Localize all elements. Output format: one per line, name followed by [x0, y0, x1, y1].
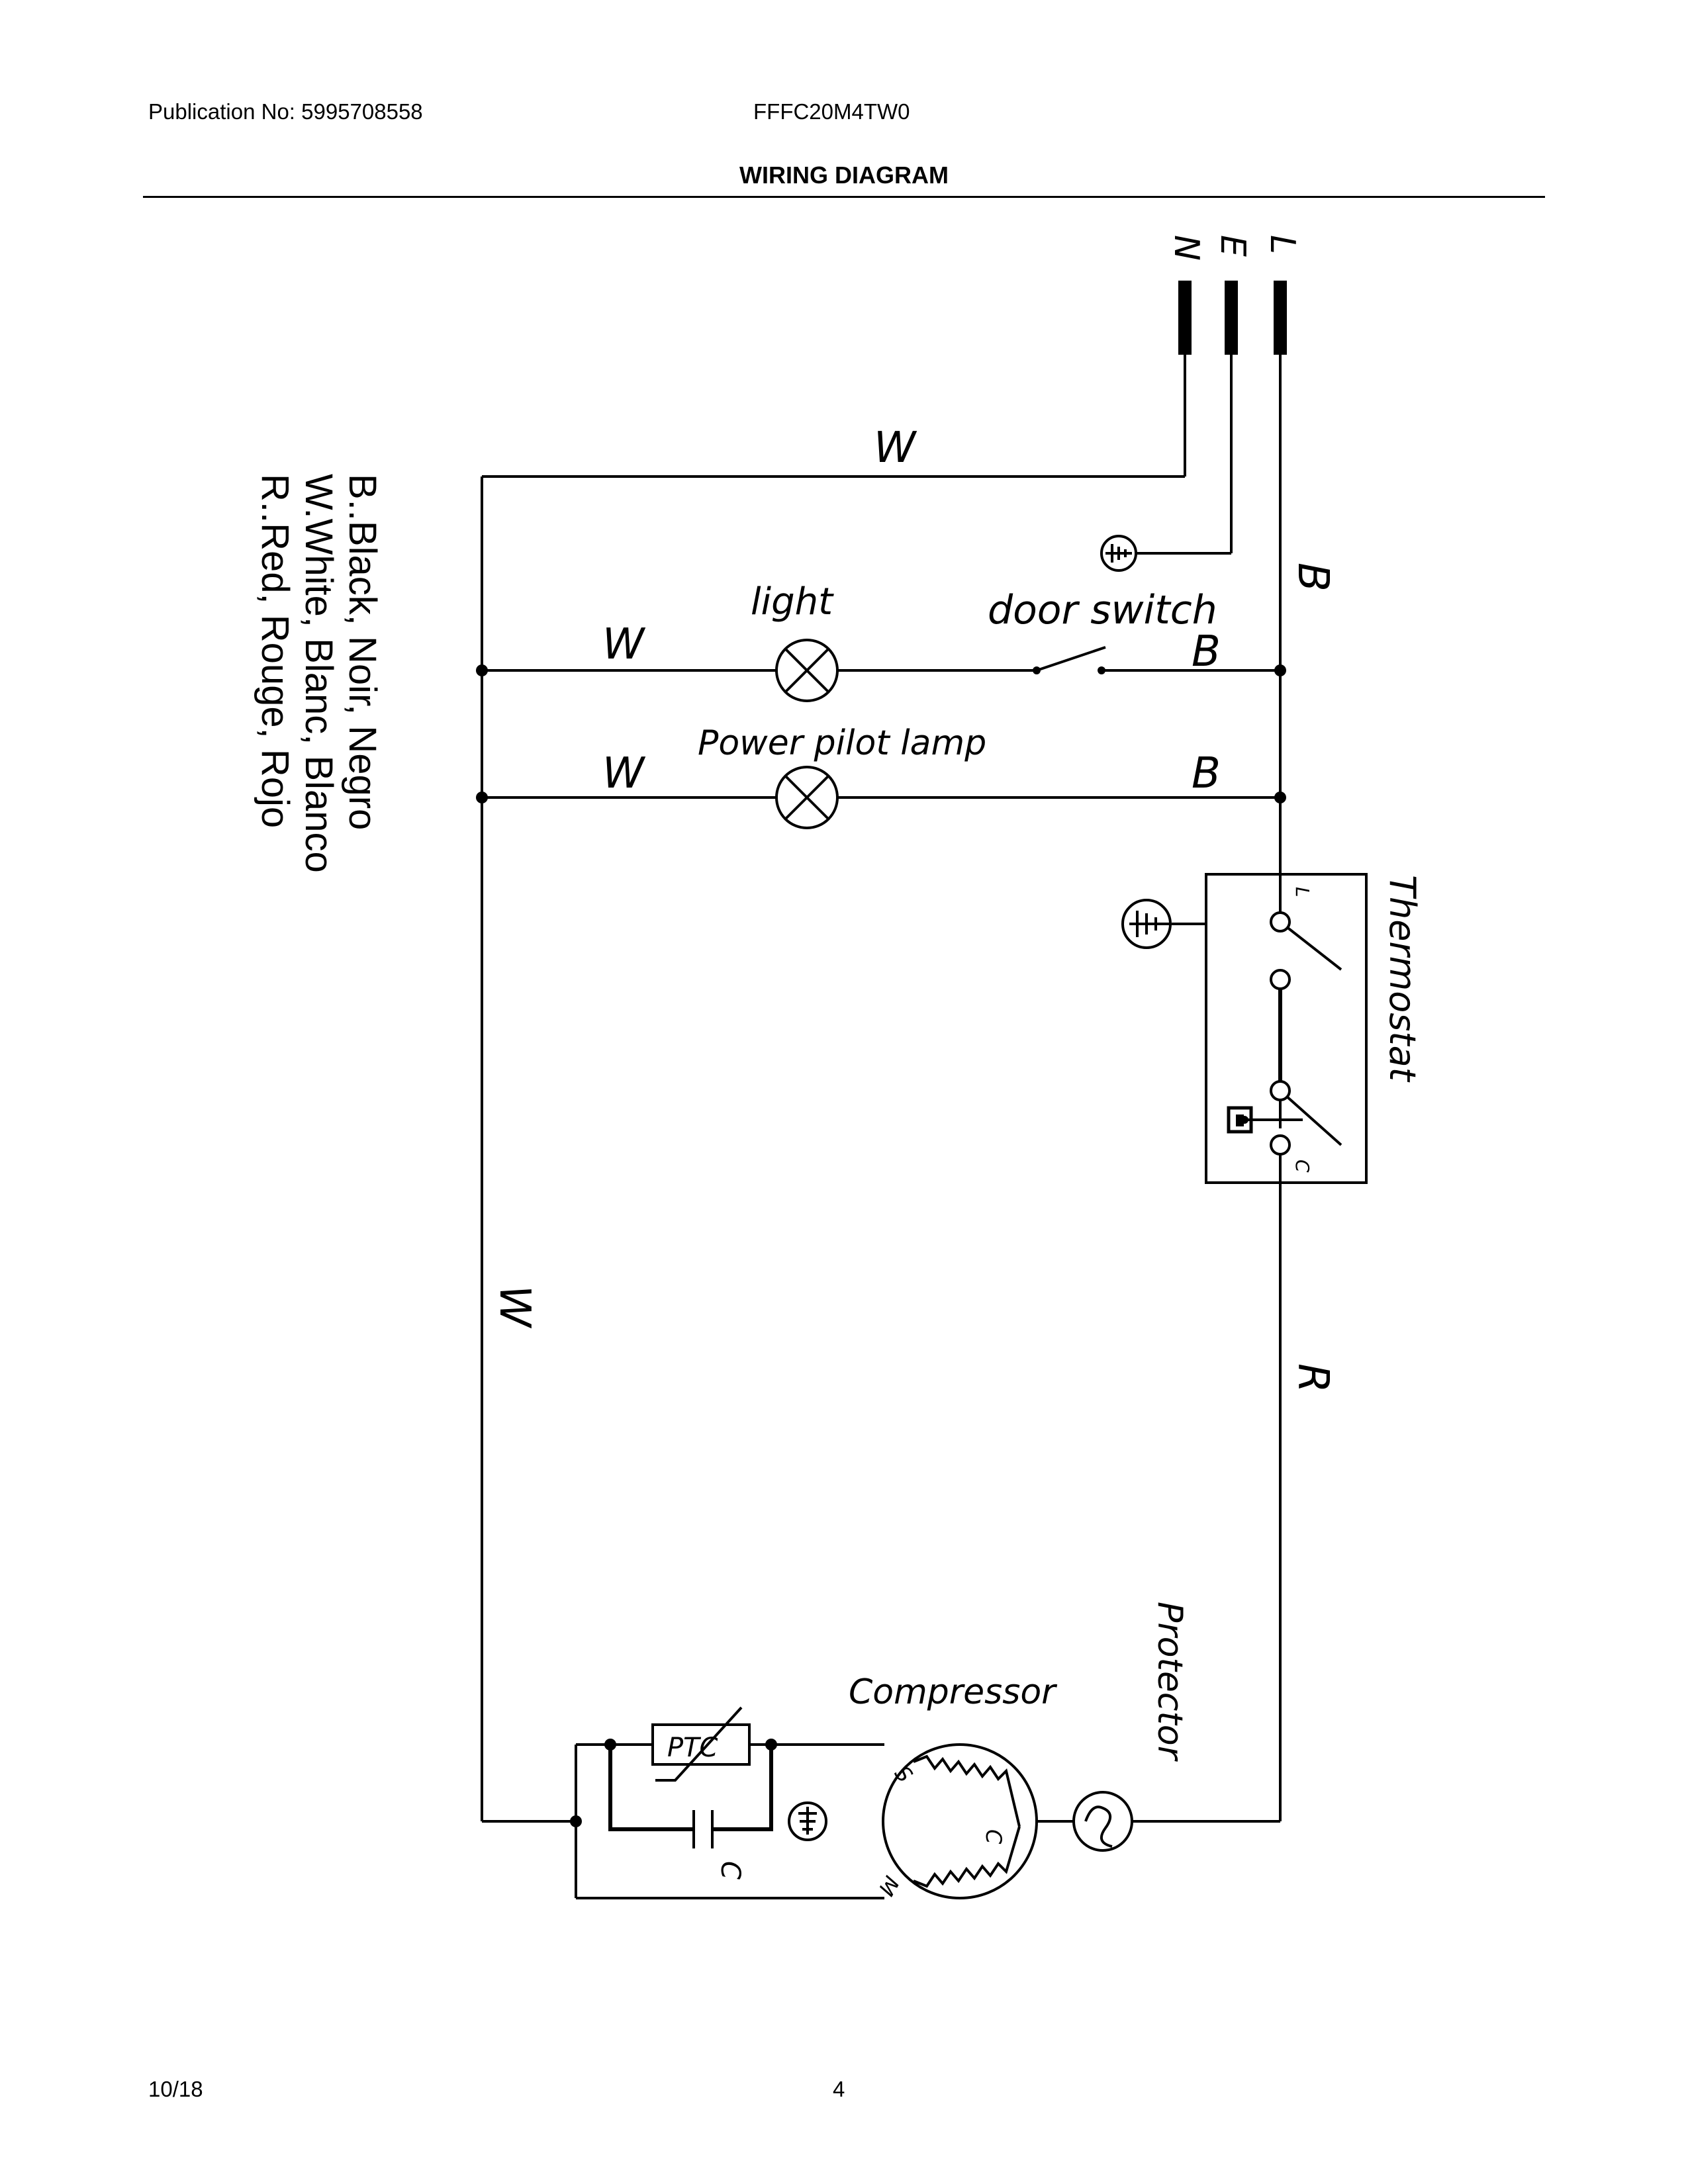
terminal-label-e: E [1213, 235, 1252, 257]
compressor-c-label: C [981, 1829, 1006, 1844]
power-pilot-lamp-label: Power pilot lamp [698, 723, 986, 763]
terminal-bar-n [1178, 281, 1192, 355]
footer-date: 10/18 [148, 2077, 203, 2101]
wire-label-top-w: W [874, 424, 917, 473]
terminal-label-l: L [1262, 235, 1302, 254]
thermostat-c-label: C [1291, 1160, 1313, 1173]
wire-label-light-b: B [1192, 627, 1221, 676]
power-pilot-lamp-icon [775, 766, 839, 829]
page-number: 4 [833, 2077, 845, 2101]
terminal-bars [476, 281, 1287, 1827]
terminal-bar-e [1225, 281, 1238, 355]
thermostat-contacts [1270, 911, 1291, 1156]
ground-icon-top [1100, 535, 1137, 572]
terminal-bar-l [1274, 281, 1287, 355]
ptc-box [651, 1723, 751, 1766]
compressor-m-label: M [873, 1872, 904, 1900]
ground-icon-compressor [788, 1801, 827, 1841]
thermostat-box [1205, 873, 1368, 1184]
thermostat-label: Thermostat [1382, 875, 1423, 1083]
light-icon [775, 639, 839, 702]
compressor-circle [882, 1743, 1038, 1899]
thermostat-switch-bottom [1279, 1089, 1342, 1146]
wire-label-lamp-w: W [602, 749, 646, 798]
protector-circle [1072, 1791, 1133, 1852]
page-title: WIRING DIAGRAM [739, 161, 949, 189]
color-legend: B..Black, Noir, Negro W.White, Blanc, Bl… [254, 474, 384, 873]
protector-element [1084, 1805, 1113, 1848]
start-winding-coil [913, 1754, 1021, 1827]
model-number: FFFC20M4TW0 [753, 99, 910, 124]
light-label: light [751, 580, 834, 623]
legend-line-black: B..Black, Noir, Negro [341, 474, 384, 830]
wire-label-right-b: B [1288, 563, 1337, 592]
header-divider [143, 196, 1545, 198]
door-switch-blade [1036, 646, 1106, 672]
wires [481, 344, 1368, 1899]
publication-number: Publication No: 5995708558 [148, 99, 423, 124]
door-switch-label: door switch [988, 587, 1217, 633]
ptc-label: PTC [667, 1733, 718, 1763]
thermostat-switch-top [1279, 921, 1342, 971]
protector-label: Protector [1150, 1602, 1190, 1762]
run-winding-coil [913, 1826, 1021, 1888]
wire-label-left-w: W [490, 1285, 539, 1329]
capacitor-right-lead [712, 1745, 773, 1831]
wire-label-light-w: W [602, 620, 646, 669]
capacitor-label: C [715, 1861, 745, 1880]
compressor-label: Compressor [849, 1672, 1058, 1712]
legend-line-red: R..Red, Rouge, Rojo [254, 474, 297, 828]
ptc-slash [655, 1706, 743, 1782]
terminal-label-n: N [1166, 235, 1206, 261]
thermostat-l-label: L [1291, 887, 1313, 897]
wire-label-right-r: R [1288, 1363, 1337, 1392]
labels: N E L W W W B B B R W light door switch … [490, 235, 1423, 1900]
thermostat-sensor-icon [1227, 1106, 1253, 1134]
ground-icon-thermostat [1121, 899, 1172, 949]
capacitor-left-lead [608, 1745, 694, 1831]
legend-line-white: W.White, Blanc, Blanco [297, 474, 340, 873]
wire-label-lamp-b: B [1192, 749, 1221, 798]
